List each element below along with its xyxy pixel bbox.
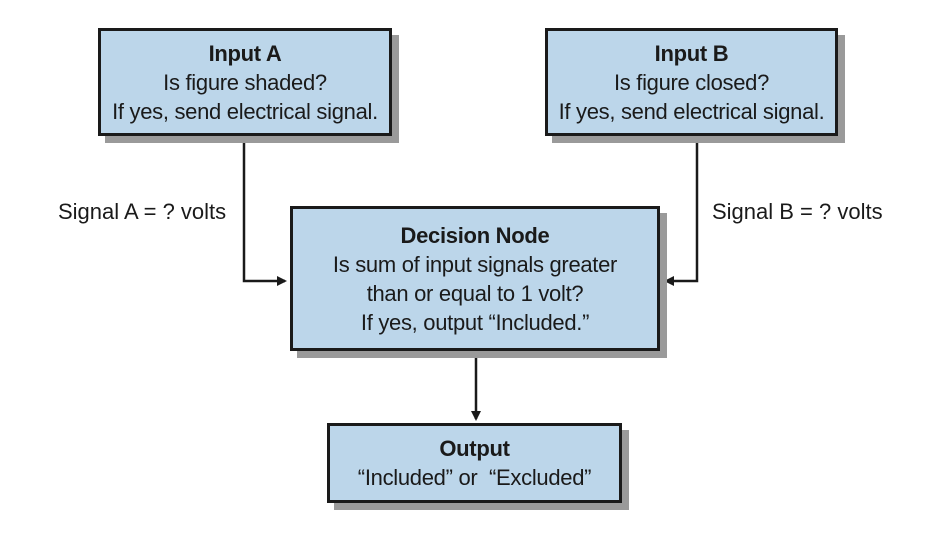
input-b-title: Input B: [654, 40, 729, 66]
input-a-title: Input A: [208, 40, 282, 66]
output-title: Output: [439, 436, 510, 461]
input-a-action: If yes, send electrical signal.: [112, 98, 378, 124]
decision-node-title: Decision Node: [400, 222, 550, 248]
signal-a-label: Signal A = ? volts: [58, 199, 227, 224]
decision-node-line2: than or equal to 1 volt?: [366, 280, 584, 306]
input-b-action: If yes, send electrical signal.: [558, 98, 825, 124]
output-box: Output “Included” or “Excluded”: [327, 423, 622, 503]
decision-node-box: Decision Node Is sum of input signals gr…: [290, 206, 660, 351]
input-b-box: Input B Is figure closed? If yes, send e…: [545, 28, 838, 136]
input-a-question: Is figure shaded?: [163, 69, 327, 95]
arrow-b-to-decision: [664, 136, 699, 286]
decision-node-line1: Is sum of input signals greater: [332, 251, 618, 277]
output-values: “Included” or “Excluded”: [357, 465, 592, 490]
arrow-a-to-decision: [242, 136, 287, 286]
signal-b-label: Signal B = ? volts: [712, 199, 883, 224]
decision-node-line3: If yes, output “Included.”: [360, 309, 590, 335]
input-b-question: Is figure closed?: [613, 69, 770, 95]
input-a-box: Input A Is figure shaded? If yes, send e…: [98, 28, 392, 136]
